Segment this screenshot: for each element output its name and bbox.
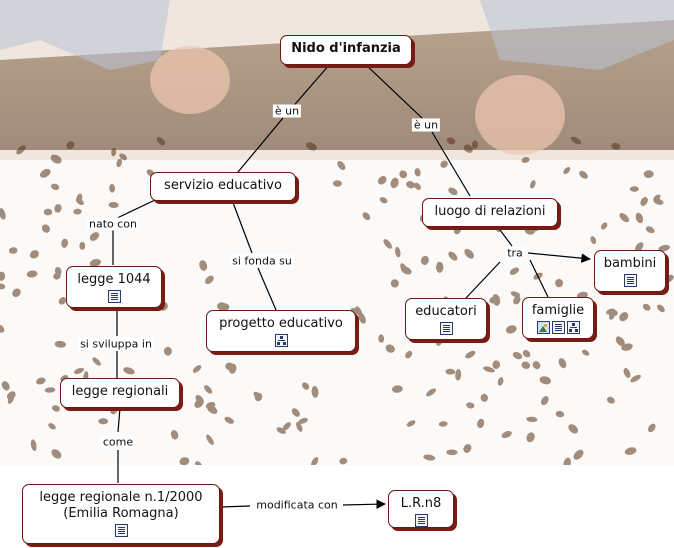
link-label-modificata-con: modificata con [254,498,340,512]
concept-map-icon[interactable] [566,321,580,334]
resource-icons [75,290,153,303]
concept-legge-1044[interactable]: legge 1044 [66,266,162,308]
link-label-nato-con: nato con [86,217,140,231]
concept-bambini[interactable]: bambini [594,250,666,292]
link-label-si-fonda-su: si fonda su [230,254,294,268]
concept-label: bambini [603,256,657,271]
concept-progetto-educativo[interactable]: progetto educativo [206,310,356,352]
document-icon[interactable] [623,274,637,287]
link-label-tra: tra [505,246,525,260]
link-label-si-sviluppa-in: si sviluppa in [78,337,154,351]
concept-label: servizio educativo [164,178,282,193]
concept-label: Nido d'infanzia [291,41,401,56]
concept-nido-d-infanzia[interactable]: Nido d'infanzia [280,35,412,65]
concept-label: legge 1044 [77,272,151,287]
resource-icons [603,274,657,287]
resource-icons [215,334,347,347]
document-icon[interactable] [414,514,428,527]
concept-luogo-di-relazioni[interactable]: luogo di relazioni [422,198,558,227]
concept-label: progetto educativo [219,316,343,331]
link-label-come: come [100,435,136,449]
concept-legge-regionale-n1-2000[interactable]: legge regionale n.1/2000 (Emilia Romagna… [22,484,220,544]
document-icon[interactable] [439,322,453,335]
concept-label: educatori [415,304,477,319]
document-icon[interactable] [551,321,565,334]
resource-icons [414,322,478,335]
resource-icons [531,321,585,334]
document-icon[interactable] [107,290,121,303]
concept-map-icon[interactable] [274,334,288,347]
link-label-e-un-1: è un [272,104,302,118]
resource-icons [31,524,211,537]
document-icon[interactable] [114,524,128,537]
concept-label: legge regionali [71,384,169,399]
resource-icons [397,514,445,527]
concept-famiglie[interactable]: famiglie [522,297,594,339]
link-label-e-un-2: è un [411,118,441,132]
image-icon[interactable] [536,321,550,334]
concept-servizio-educativo[interactable]: servizio educativo [150,172,296,201]
concept-legge-regionali[interactable]: legge regionali [60,378,180,408]
concept-l-r-n8[interactable]: L.R.n8 [388,490,454,528]
concept-educatori[interactable]: educatori [405,298,487,340]
concept-label-line-1: legge regionale n.1/2000 [39,490,203,505]
concept-label: L.R.n8 [400,496,442,511]
concept-label-line-2: (Emilia Romagna) [63,506,179,521]
concept-label: luogo di relazioni [434,204,546,219]
concept-label: famiglie [531,303,585,318]
